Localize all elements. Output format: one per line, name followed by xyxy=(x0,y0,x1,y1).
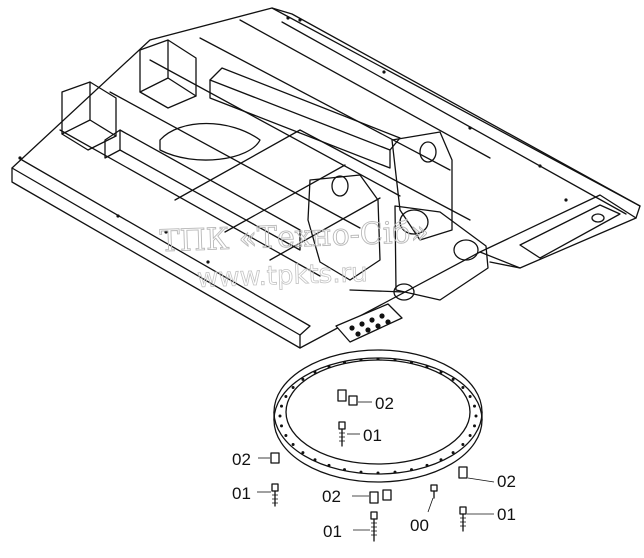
watermark-company: ТПК «Техно-Сіб» xyxy=(159,215,429,259)
ring-hole xyxy=(301,377,305,381)
ring-hole xyxy=(439,458,443,462)
ring-hole xyxy=(393,470,397,474)
right-bolt xyxy=(459,506,467,532)
ring-hole xyxy=(461,443,465,446)
ring-hole xyxy=(473,404,476,408)
inner-bolt xyxy=(338,421,346,447)
step-plate-holes xyxy=(349,313,391,337)
callout-spacer-right: 02 xyxy=(497,472,516,491)
ring-hole xyxy=(359,358,363,362)
ring-hole xyxy=(343,468,346,472)
ring-hole xyxy=(327,463,331,467)
callout-bolt-short: 00 xyxy=(410,516,429,535)
ring-bolt-holes xyxy=(278,357,478,475)
middle-bolt xyxy=(370,511,378,542)
callout-bolt-right: 01 xyxy=(497,505,516,524)
left-bolt xyxy=(271,483,279,507)
ring-hole xyxy=(280,424,283,428)
callout-bolt-mid: 01 xyxy=(323,522,342,541)
callout-labels: 02 01 02 01 02 01 00 02 01 xyxy=(232,394,516,541)
callout-spacer-left: 02 xyxy=(232,450,251,469)
inner-spacers xyxy=(337,389,358,406)
ring-hole xyxy=(284,395,288,398)
watermark: ТПК «Техно-Сіб» www.tpkts.ru xyxy=(159,214,430,294)
fasteners xyxy=(270,389,468,542)
ring-hole xyxy=(425,365,429,369)
ring-hole xyxy=(280,404,283,408)
ring-hole xyxy=(291,386,295,389)
callout-spacer-mid: 02 xyxy=(322,487,341,506)
ring-hole xyxy=(291,443,295,446)
watermark-url: www.tpkts.ru xyxy=(197,258,369,294)
middle-spacers xyxy=(369,489,392,504)
left-spacer xyxy=(270,452,280,464)
ring-hole xyxy=(451,451,455,455)
ring-hole xyxy=(473,424,476,428)
ring-hole xyxy=(410,360,413,364)
ring-hole xyxy=(313,458,317,462)
callout-spacer-inner: 02 xyxy=(375,394,394,413)
ring-hole xyxy=(284,434,288,437)
ring-hole xyxy=(376,357,380,361)
ring-hole xyxy=(327,365,331,369)
leader-lines xyxy=(257,401,495,531)
ring-hole xyxy=(313,370,317,374)
slewing-ring xyxy=(273,349,483,483)
ring-hole xyxy=(410,468,413,472)
short-bolt xyxy=(430,484,438,499)
ring-hole xyxy=(461,386,465,389)
callout-bolt-inner: 01 xyxy=(363,426,382,445)
ring-hole xyxy=(301,451,305,455)
frame-fastener-dots xyxy=(18,16,568,264)
ring-hole xyxy=(468,434,472,437)
ring-hole xyxy=(278,414,282,418)
ring-hole xyxy=(451,377,455,381)
ring-hole xyxy=(359,470,363,474)
ring-hole xyxy=(376,471,380,475)
ring-hole xyxy=(439,370,443,374)
ring-hole xyxy=(468,395,472,398)
ring-hole xyxy=(343,360,346,364)
ring-hole xyxy=(393,358,397,362)
ring-hole xyxy=(425,463,429,467)
callout-bolt-left: 01 xyxy=(232,484,251,503)
ring-hole xyxy=(474,414,478,418)
upper-frame xyxy=(11,7,641,349)
right-spacer xyxy=(458,466,468,479)
